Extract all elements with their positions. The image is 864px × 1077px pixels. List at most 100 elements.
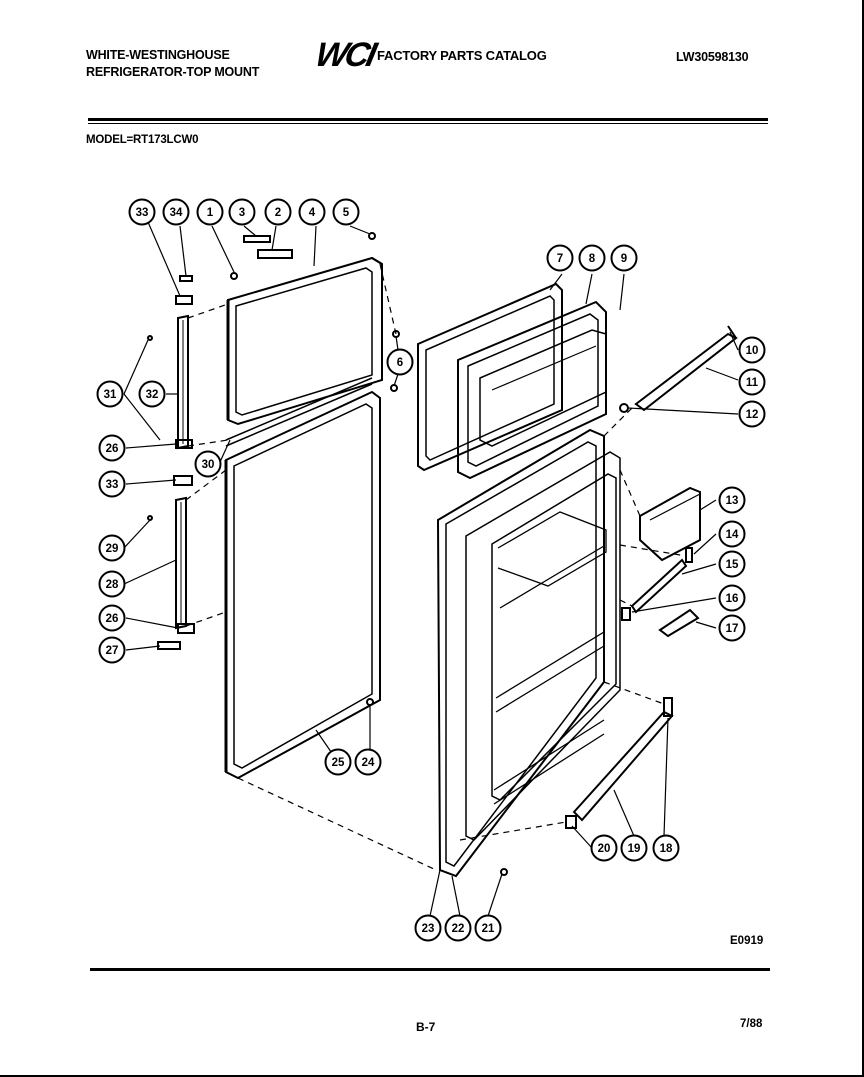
callout-1: 1: [196, 198, 224, 226]
part-3: [243, 235, 271, 243]
brand-line-2: REFRIGERATOR-TOP MOUNT: [86, 65, 260, 79]
callout-circle: [718, 486, 746, 514]
callout-2: 2: [264, 198, 292, 226]
callout-20: 20: [590, 834, 618, 862]
callout-circle: [324, 748, 352, 776]
callout-label: 15: [726, 559, 739, 571]
callout-label: 25: [332, 757, 345, 769]
callout-25: 25: [324, 748, 352, 776]
callout-9: 9: [610, 244, 638, 272]
callout-circle: [738, 368, 766, 396]
callout-circle: [652, 834, 680, 862]
freezer-door-liner: [417, 282, 607, 480]
door-rail: [621, 547, 700, 638]
callout-label: 8: [589, 253, 596, 265]
callout-circle: [738, 400, 766, 428]
diagram-id: E0919: [730, 935, 764, 947]
part-2: [257, 249, 293, 259]
callout-30: 30: [194, 450, 222, 478]
callout-circle: [264, 198, 292, 226]
alignment-lines: [185, 263, 687, 871]
callout-circle: [386, 348, 414, 376]
callout-label: 27: [106, 645, 119, 657]
part-5: [368, 232, 376, 240]
callout-label: 2: [275, 207, 281, 219]
callout-label: 1: [207, 207, 214, 219]
callout-label: 22: [452, 923, 465, 935]
callout-label: 13: [726, 495, 739, 507]
freezer-door: [226, 256, 383, 426]
callout-circle: [162, 198, 190, 226]
callout-33: 33: [98, 470, 126, 498]
callout-circle: [98, 434, 126, 462]
freezer-handle: [175, 275, 193, 450]
callout-label: 10: [746, 345, 759, 357]
callout-label: 19: [628, 843, 641, 855]
callout-circle: [718, 584, 746, 612]
callout-circle: [578, 244, 606, 272]
callout-31: 31: [96, 380, 124, 408]
callout-circle: [138, 380, 166, 408]
callout-33: 33: [128, 198, 156, 226]
callout-label: 21: [482, 923, 495, 935]
callout-circle: [718, 550, 746, 578]
callout-26: 26: [98, 604, 126, 632]
header-rule: [88, 118, 768, 121]
callout-34: 34: [162, 198, 190, 226]
part-29: [147, 515, 153, 521]
callout-circle: [228, 198, 256, 226]
callout-label: 9: [621, 253, 627, 265]
callout-4: 4: [298, 198, 326, 226]
part-21: [500, 868, 508, 876]
model-number: MODEL=RT173LCW0: [86, 134, 199, 146]
callout-label: 29: [106, 543, 119, 555]
callout-label: 14: [726, 529, 739, 541]
fresh-food-handle: [157, 475, 195, 650]
callout-27: 27: [98, 636, 126, 664]
callout-label: 31: [104, 389, 117, 401]
callout-circle: [718, 520, 746, 548]
callout-circle: [610, 244, 638, 272]
callout-circle: [718, 614, 746, 642]
callout-label: 18: [660, 843, 673, 855]
callout-10: 10: [738, 336, 766, 364]
callout-12: 12: [738, 400, 766, 428]
callout-circle: [98, 470, 126, 498]
catalog-title: FACTORY PARTS CATALOG: [377, 48, 547, 63]
callout-26: 26: [98, 434, 126, 462]
callout-label: 26: [106, 443, 119, 455]
callout-circle: [194, 450, 222, 478]
callout-circle: [98, 604, 126, 632]
callout-19: 19: [620, 834, 648, 862]
callout-7: 7: [546, 244, 574, 272]
callout-label: 20: [598, 843, 611, 855]
callout-circle: [738, 336, 766, 364]
callout-circle: [96, 380, 124, 408]
fresh-food-door: [224, 377, 381, 780]
callout-8: 8: [578, 244, 606, 272]
callout-3: 3: [228, 198, 256, 226]
callout-circle: [98, 636, 126, 664]
callout-label: 3: [239, 207, 245, 219]
callout-18: 18: [652, 834, 680, 862]
callout-label: 23: [422, 923, 435, 935]
callout-16: 16: [718, 584, 746, 612]
callout-circle: [332, 198, 360, 226]
callout-label: 16: [726, 593, 739, 605]
callout-15: 15: [718, 550, 746, 578]
callout-circle: [546, 244, 574, 272]
callout-label: 28: [106, 579, 119, 591]
callout-circle: [98, 570, 126, 598]
callout-label: 30: [202, 459, 215, 471]
callout-23: 23: [414, 914, 442, 942]
part-1: [230, 272, 238, 280]
callout-29: 29: [98, 534, 126, 562]
butter-compartment: [639, 486, 701, 562]
callout-label: 5: [343, 207, 350, 219]
part-24: [366, 698, 374, 706]
callout-circle: [620, 834, 648, 862]
part-31: [147, 335, 153, 341]
footer-rule: [90, 968, 770, 971]
catalog-date: 7/88: [740, 1018, 763, 1030]
